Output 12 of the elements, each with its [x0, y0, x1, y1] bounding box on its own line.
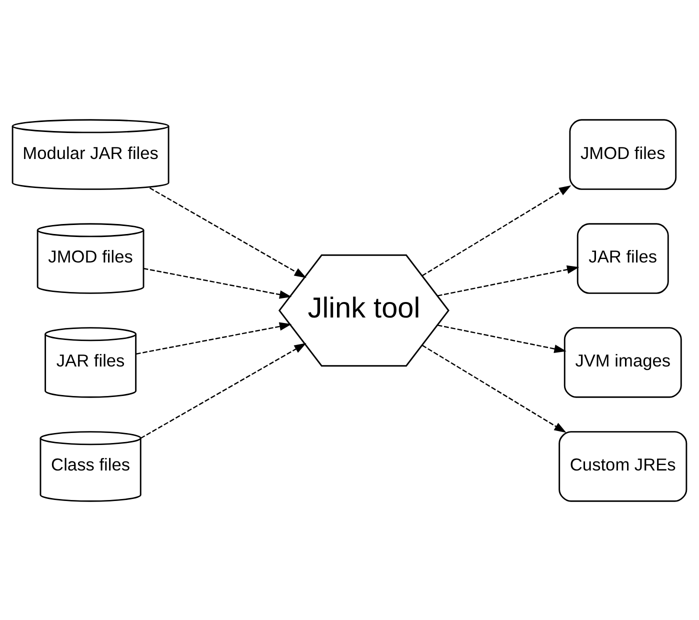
arrow [422, 344, 566, 432]
node-box: JAR files [576, 222, 669, 294]
arrow [140, 342, 306, 438]
arrow [437, 324, 566, 353]
node-box: Custom JREs [558, 430, 688, 502]
arrow [422, 184, 572, 276]
arrow [136, 322, 292, 354]
node-box: JVM images [564, 326, 682, 398]
node-box: JMOD files [569, 118, 677, 190]
arrow [149, 186, 306, 278]
arrow [143, 267, 292, 298]
arrow [437, 264, 580, 296]
